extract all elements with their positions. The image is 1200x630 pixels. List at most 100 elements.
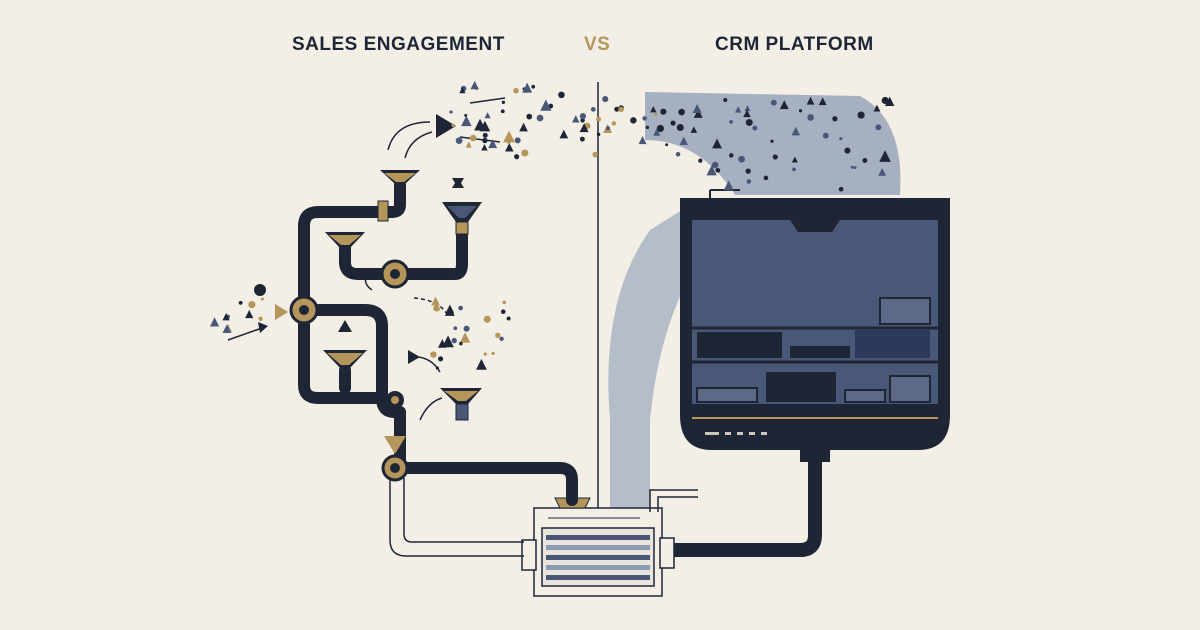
arrow-icon [258, 322, 268, 333]
particle [238, 300, 243, 305]
particle [484, 112, 491, 119]
particle [853, 166, 857, 170]
particle [734, 106, 742, 113]
valve-icon [289, 295, 319, 325]
particle [536, 114, 544, 122]
particle [884, 96, 895, 106]
particle [540, 99, 552, 111]
particle [488, 139, 498, 149]
particle [482, 132, 488, 138]
particle [665, 143, 669, 147]
particle [483, 352, 487, 356]
funnel-icon [325, 232, 365, 248]
crm-platform-title: CRM PLATFORM [715, 34, 874, 55]
crm-pipe [672, 462, 822, 557]
funnel-icon [380, 170, 420, 184]
particle [862, 158, 868, 163]
particle [660, 108, 667, 115]
outline-pipe-inner [403, 478, 524, 543]
particle [248, 301, 256, 309]
particle [513, 87, 519, 94]
particle [482, 137, 488, 144]
particle [875, 124, 882, 131]
particle [806, 96, 815, 105]
particle [838, 186, 844, 192]
particle [596, 116, 602, 122]
sales-engagement-title: SALES ENGAGEMENT [292, 34, 505, 55]
crm-monitor-icon [680, 189, 950, 462]
particle [579, 113, 587, 120]
particle [491, 351, 495, 356]
arrow-icon [275, 114, 464, 454]
curved-arrow [364, 269, 373, 291]
particle [712, 138, 722, 149]
particle [792, 167, 796, 172]
particle [602, 96, 609, 103]
source-node [254, 284, 266, 296]
arrow-line [227, 327, 263, 341]
particle [209, 317, 220, 327]
particle [500, 109, 505, 114]
particle [763, 175, 769, 181]
particle [558, 91, 565, 99]
arrow-line [469, 97, 506, 104]
particle [850, 165, 854, 169]
particle [222, 313, 230, 321]
particle [481, 144, 488, 151]
particle [451, 337, 457, 344]
particle [463, 325, 470, 332]
particle [653, 112, 658, 117]
particle [260, 297, 264, 301]
particle [745, 118, 753, 126]
particle [469, 134, 477, 142]
particle [503, 130, 515, 143]
particle [676, 123, 684, 131]
particle [258, 316, 263, 321]
particle [481, 363, 484, 367]
particle [791, 126, 801, 136]
particle [822, 132, 829, 139]
particle [807, 114, 814, 121]
particle [618, 106, 624, 113]
particle [873, 104, 881, 112]
particle [521, 149, 529, 157]
particle [679, 136, 688, 146]
particle [514, 154, 520, 160]
particle [653, 128, 661, 136]
particle [459, 87, 466, 94]
particle [693, 108, 703, 118]
particle [779, 100, 789, 110]
particle [832, 116, 838, 122]
particle [723, 97, 728, 103]
particle [499, 336, 504, 341]
particle [818, 97, 827, 106]
particle [474, 118, 486, 131]
particle [465, 141, 472, 148]
particle [514, 137, 521, 144]
particle [656, 124, 664, 132]
particle [526, 113, 533, 120]
particle [670, 120, 676, 126]
particle [638, 136, 647, 145]
particle [596, 132, 601, 137]
curved-arrow [413, 297, 449, 317]
particle [692, 103, 702, 114]
particle [745, 168, 751, 174]
pipe-coupler [377, 200, 389, 222]
particle [881, 96, 889, 105]
particle [461, 115, 472, 127]
particle [770, 139, 774, 143]
particle [630, 117, 637, 124]
particle [502, 300, 506, 305]
arrow-line [459, 136, 501, 143]
particle [738, 155, 745, 163]
funnel-icon [442, 202, 482, 235]
particle [844, 147, 851, 154]
valve-icon [386, 391, 404, 409]
outline-pipe [389, 478, 524, 557]
particle [592, 151, 599, 158]
particle [590, 107, 596, 112]
data-particles [209, 80, 895, 370]
particle [791, 156, 798, 163]
